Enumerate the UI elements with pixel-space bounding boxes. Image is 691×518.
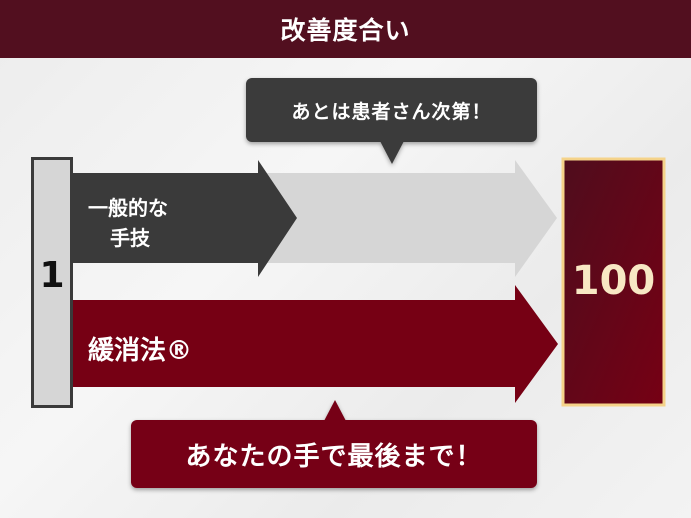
bottom-speech-bubble	[131, 400, 537, 488]
general-technique-label: 一般的な 手技	[88, 193, 168, 253]
top-bubble-text: あとは患者さん次第！	[291, 100, 492, 123]
gray-arrow	[258, 160, 557, 277]
kansho-label: 緩消法®	[88, 336, 193, 366]
general-technique-line2: 手技	[110, 226, 150, 250]
kansho-arrow	[71, 285, 558, 403]
page-title: 改善度合い	[0, 0, 691, 58]
general-technique-line1: 一般的な	[88, 196, 168, 220]
scale-start-label: 1	[39, 255, 65, 296]
start-bar	[31, 157, 73, 408]
general-technique-arrow	[71, 160, 297, 277]
top-speech-bubble	[246, 78, 537, 164]
end-box	[561, 157, 666, 407]
bottom-bubble-text: あなたの手で最後まで！	[185, 441, 483, 472]
scale-end-label: 100	[571, 258, 656, 304]
